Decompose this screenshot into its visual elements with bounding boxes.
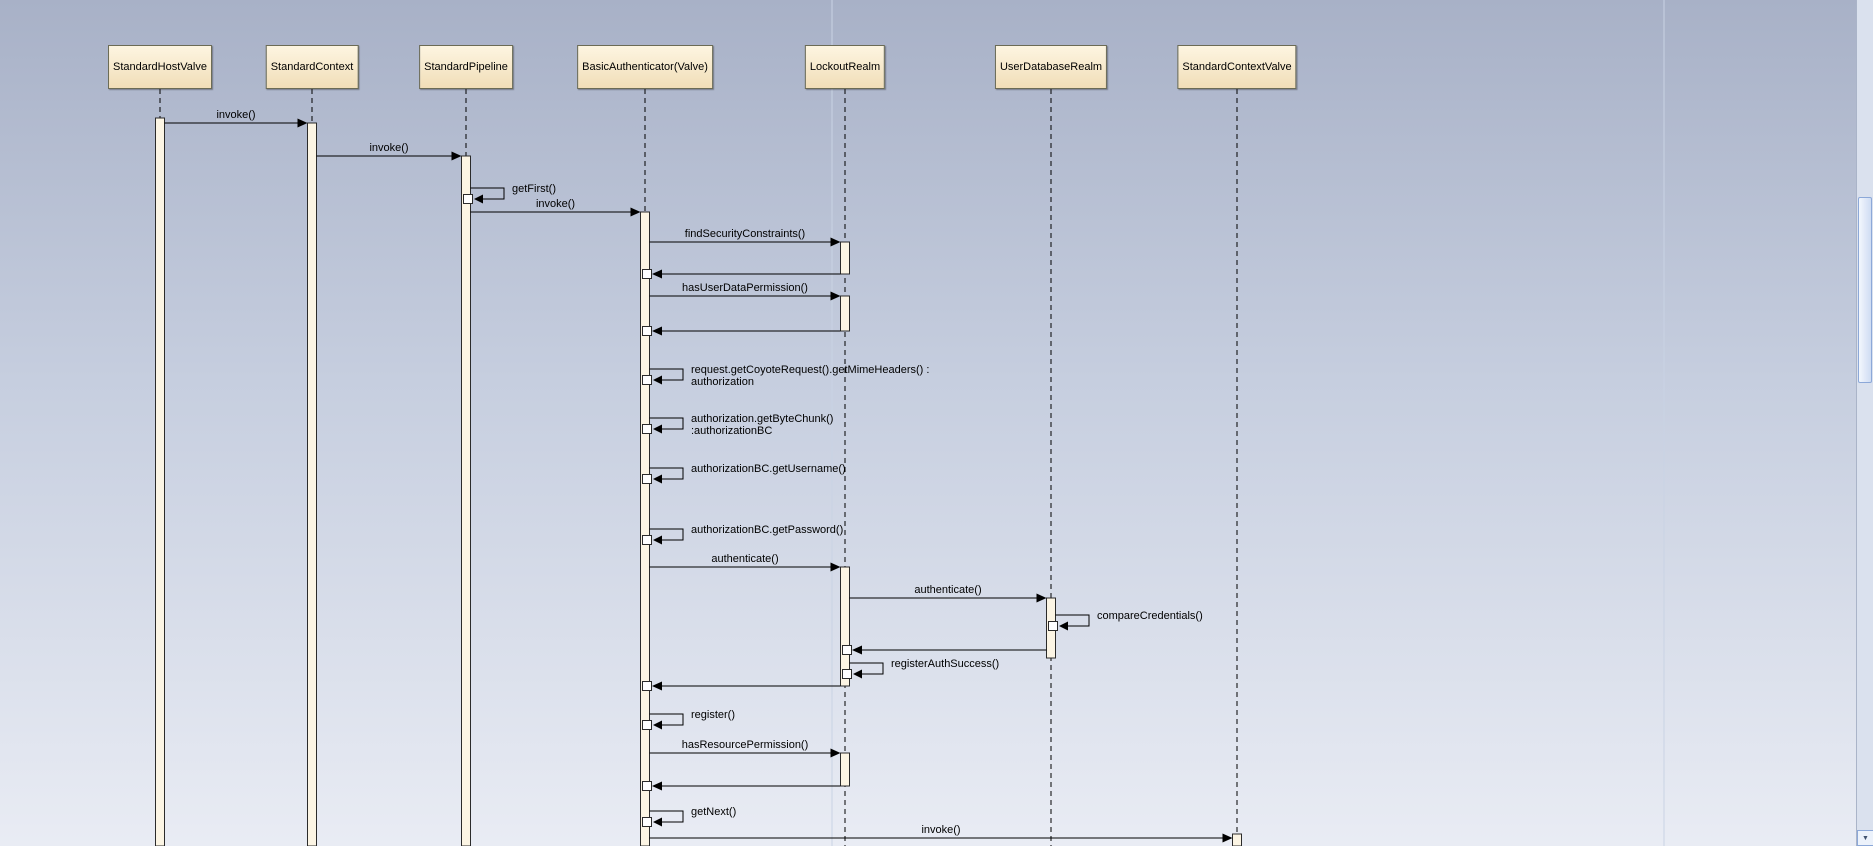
- arrowhead-left-icon: [653, 720, 662, 730]
- scrollbar-thumb[interactable]: [1858, 197, 1872, 383]
- arrowhead-right-icon: [830, 562, 841, 572]
- nested-activation[interactable]: [1048, 621, 1058, 631]
- lifeline-head-StandardPipeline[interactable]: StandardPipeline: [419, 45, 513, 89]
- message-label[interactable]: invoke(): [921, 824, 960, 836]
- self-message-line[interactable]: [849, 662, 884, 675]
- lifeline-head-StandardContext[interactable]: StandardContext: [265, 45, 359, 89]
- scrollbar-down-button[interactable]: ▼: [1857, 830, 1873, 846]
- activation-bar[interactable]: [307, 122, 317, 846]
- lifeline-name: BasicAuthenticator(Valve): [582, 61, 708, 73]
- message-label[interactable]: register(): [691, 709, 735, 721]
- arrowhead-right-icon: [297, 118, 308, 128]
- nested-activation[interactable]: [642, 474, 652, 484]
- vertical-scrollbar[interactable]: ▼: [1856, 0, 1873, 846]
- nested-activation[interactable]: [842, 645, 852, 655]
- activation-bar[interactable]: [1232, 833, 1242, 846]
- nested-activation[interactable]: [642, 535, 652, 545]
- self-message-line[interactable]: [649, 417, 684, 430]
- activation-bar[interactable]: [840, 566, 850, 687]
- self-message-line[interactable]: [649, 368, 684, 381]
- nested-activation[interactable]: [642, 817, 652, 827]
- arrowhead-left-icon: [852, 645, 862, 655]
- lifeline-name: StandardPipeline: [424, 61, 508, 73]
- nested-activation[interactable]: [642, 269, 652, 279]
- arrowhead-right-icon: [830, 748, 841, 758]
- nested-activation[interactable]: [642, 424, 652, 434]
- message-label[interactable]: getFirst(): [512, 183, 556, 195]
- arrowhead-left-icon: [652, 326, 662, 336]
- message-label[interactable]: compareCredentials(): [1097, 610, 1203, 622]
- message-label[interactable]: authorizationBC.getUsername(): [691, 463, 846, 475]
- self-message-line[interactable]: [1055, 614, 1090, 627]
- lifeline-name: UserDatabaseRealm: [999, 61, 1103, 73]
- lifeline-head-StandardContextValve[interactable]: StandardContextValve: [1177, 45, 1297, 89]
- message-label[interactable]: findSecurityConstraints(): [685, 228, 805, 240]
- self-message-line[interactable]: [649, 467, 684, 480]
- message-label[interactable]: hasUserDataPermission(): [682, 282, 808, 294]
- lifeline-name: LockoutRealm: [809, 61, 881, 73]
- message-label[interactable]: authenticate(): [711, 553, 778, 565]
- message-label-line2[interactable]: authorization: [691, 376, 754, 388]
- arrowhead-left-icon: [652, 269, 662, 279]
- arrowhead-left-icon: [474, 194, 483, 204]
- activation-bar[interactable]: [461, 155, 471, 846]
- message-label[interactable]: invoke(): [216, 109, 255, 121]
- activation-bar[interactable]: [840, 752, 850, 787]
- message-label[interactable]: authorizationBC.getPassword(): [691, 524, 843, 536]
- arrowhead-right-icon: [451, 151, 462, 161]
- message-label[interactable]: hasResourcePermission(): [682, 739, 809, 751]
- arrowhead-left-icon: [652, 681, 662, 691]
- activation-bar[interactable]: [640, 211, 650, 846]
- lifeline-head-StandardHostValve[interactable]: StandardHostValve: [108, 45, 212, 89]
- nested-activation[interactable]: [642, 375, 652, 385]
- arrowhead-left-icon: [653, 817, 662, 827]
- arrowhead-left-icon: [853, 669, 862, 679]
- message-label[interactable]: authorization.getByteChunk(): [691, 413, 833, 425]
- self-message-line[interactable]: [649, 528, 684, 541]
- activation-bar[interactable]: [155, 117, 165, 846]
- arrowhead-right-icon: [830, 291, 841, 301]
- nested-activation[interactable]: [642, 720, 652, 730]
- message-label[interactable]: invoke(): [536, 198, 575, 210]
- lifeline-name: StandardHostValve: [113, 61, 207, 73]
- activation-bar[interactable]: [840, 295, 850, 332]
- message-label[interactable]: registerAuthSuccess(): [891, 658, 999, 670]
- arrowhead-left-icon: [653, 424, 662, 434]
- arrowhead-right-icon: [1222, 833, 1233, 843]
- lifeline-name: StandardContext: [270, 61, 354, 73]
- arrowhead-right-icon: [1036, 593, 1047, 603]
- self-message-line[interactable]: [470, 187, 505, 200]
- arrowhead-left-icon: [653, 535, 662, 545]
- nested-activation[interactable]: [642, 681, 652, 691]
- self-message-line[interactable]: [649, 810, 684, 823]
- nested-activation[interactable]: [642, 326, 652, 336]
- lifeline-head-LockoutRealm[interactable]: LockoutRealm: [804, 45, 886, 89]
- nested-activation[interactable]: [642, 781, 652, 791]
- lifeline-head-BasicAuthenticator(Valve)[interactable]: BasicAuthenticator(Valve): [577, 45, 713, 89]
- message-label[interactable]: invoke(): [369, 142, 408, 154]
- scroll-down-icon: ▼: [1862, 834, 1869, 842]
- activation-bar[interactable]: [840, 241, 850, 275]
- lifeline-head-UserDatabaseRealm[interactable]: UserDatabaseRealm: [994, 45, 1108, 89]
- message-label[interactable]: getNext(): [691, 806, 736, 818]
- arrowhead-right-icon: [830, 237, 841, 247]
- nested-activation[interactable]: [463, 194, 473, 204]
- lifeline-name: StandardContextValve: [1182, 61, 1292, 73]
- nested-activation[interactable]: [842, 669, 852, 679]
- message-label-line2[interactable]: :authorizationBC: [691, 425, 772, 437]
- arrowhead-left-icon: [653, 474, 662, 484]
- arrowhead-left-icon: [652, 781, 662, 791]
- arrowhead-left-icon: [653, 375, 662, 385]
- arrowhead-left-icon: [1059, 621, 1068, 631]
- message-label[interactable]: request.getCoyoteRequest().getMimeHeader…: [691, 364, 929, 376]
- self-message-line[interactable]: [649, 713, 684, 726]
- message-label[interactable]: authenticate(): [914, 584, 981, 596]
- arrowhead-right-icon: [630, 207, 641, 217]
